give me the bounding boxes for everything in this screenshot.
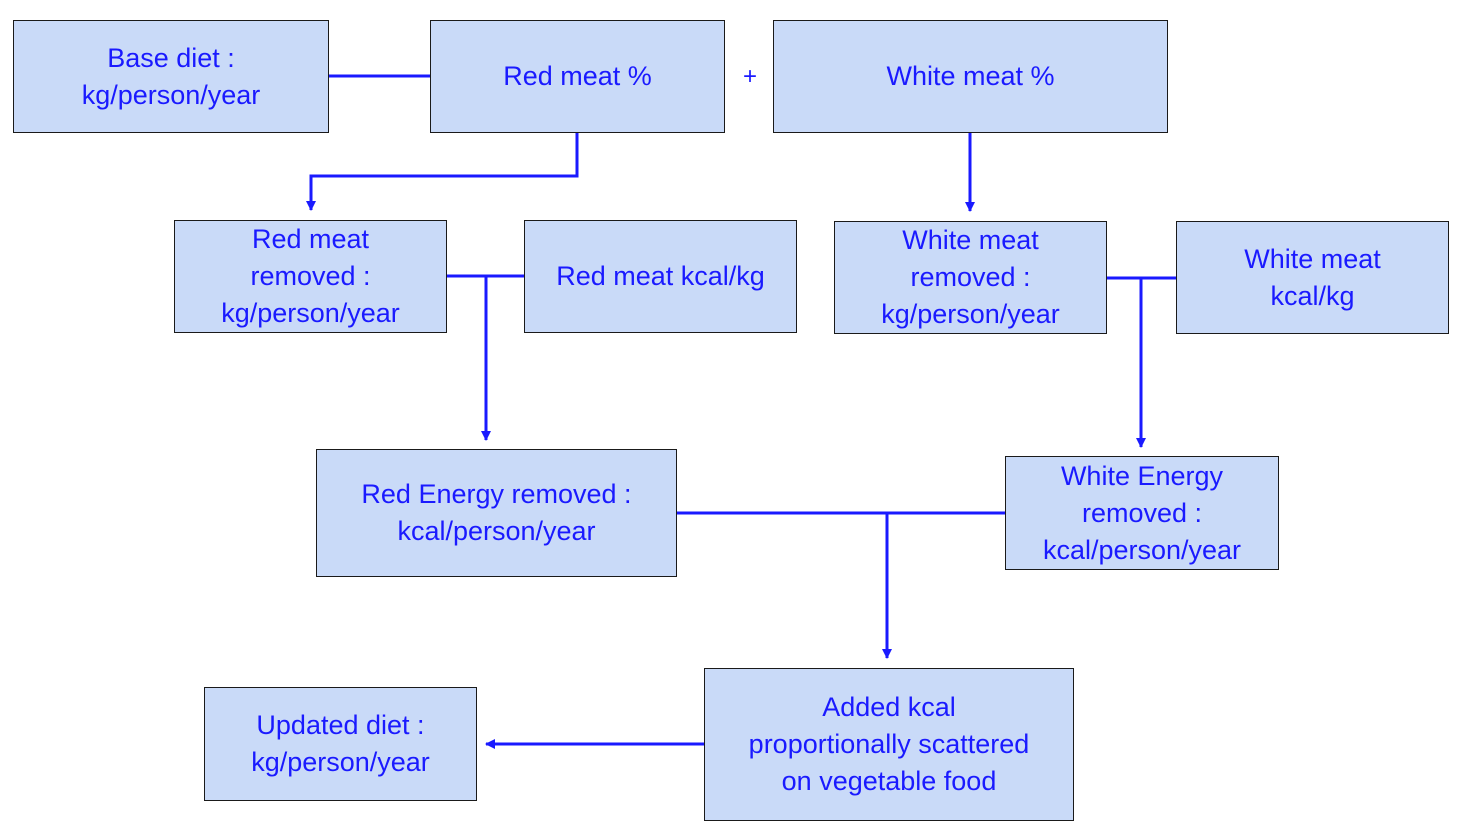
node-base-diet-line-1: Base diet : [107,42,235,73]
node-red-meat-kcal: Red meat kcal/kg [524,220,797,333]
node-updated-diet: Updated diet : kg/person/year [204,687,477,801]
node-white-meat-pct-line-1: White meat % [886,61,1055,91]
node-white-meat-removed-line-1: White meat [902,225,1039,255]
node-red-meat-kcal-line-1: Red meat kcal/kg [556,261,765,291]
node-red-meat-removed: Red meat removed : kg/person/year [174,220,447,333]
node-added-kcal-line-3: on vegetable food [781,766,997,796]
node-red-energy-removed-text: Red Energy removed : kcal/person/year [361,476,631,550]
node-white-meat-pct-text: White meat % [886,58,1054,95]
node-white-meat-kcal: White meat kcal/kg [1176,221,1449,334]
node-red-meat-kcal-text: Red meat kcal/kg [556,258,765,295]
node-red-energy-removed: Red Energy removed : kcal/person/year [316,449,677,577]
node-red-meat-pct-text: Red meat % [503,58,652,95]
node-base-diet-text: Base diet : kg/person/year [82,40,261,114]
node-red-meat-pct-line-1: Red meat % [503,61,652,91]
node-added-kcal-text: Added kcal proportionally scattered on v… [749,689,1030,800]
node-white-meat-pct: White meat % [773,20,1168,133]
node-red-meat-removed-text: Red meat removed : kg/person/year [221,221,400,332]
node-red-energy-removed-line-2: kcal/person/year [397,516,596,546]
node-white-energy-removed-line-3: kcal/person/year [1042,534,1242,565]
edge-red-pct-to-red-removed [306,132,579,211]
node-white-meat-removed-line-2: removed : [910,262,1031,292]
node-added-kcal-line-2: proportionally scattered [748,729,1030,759]
node-added-kcal-line-1: Added kcal [822,692,956,722]
node-updated-diet-line-2: kg/person/year [251,747,430,777]
node-white-energy-removed-line-1: White Energy [1060,460,1224,491]
node-white-meat-kcal-line-2: kcal/kg [1270,280,1355,311]
node-updated-diet-text: Updated diet : kg/person/year [251,707,430,781]
node-base-diet-line-2: kg/person/year [81,79,261,110]
node-added-kcal: Added kcal proportionally scattered on v… [704,668,1074,821]
node-red-meat-removed-line-1: Red meat [251,224,370,254]
node-white-meat-removed-line-3: kg/person/year [881,299,1060,329]
node-white-meat-removed-text: White meat removed : kg/person/year [881,222,1060,333]
node-white-energy-removed-line-2: removed : [1081,497,1203,528]
node-updated-diet-line-1: Updated diet : [256,710,425,740]
node-red-meat-removed-line-2: removed : [250,261,371,291]
node-base-diet: Base diet : kg/person/year [13,20,329,133]
node-red-energy-removed-line-1: Red Energy removed : [361,479,632,509]
node-white-meat-kcal-line-1: White meat [1244,243,1381,274]
node-white-meat-kcal-text: White meat kcal/kg [1244,241,1381,315]
node-red-meat-pct: Red meat % [430,20,725,133]
node-red-meat-removed-line-3: kg/person/year [221,298,400,328]
plus-operator: + [742,63,757,90]
node-white-meat-removed: White meat removed : kg/person/year [834,221,1107,334]
node-white-energy-removed-text: White Energy removed : kcal/person/year [1043,458,1241,569]
node-white-energy-removed: White Energy removed : kcal/person/year [1005,456,1279,570]
